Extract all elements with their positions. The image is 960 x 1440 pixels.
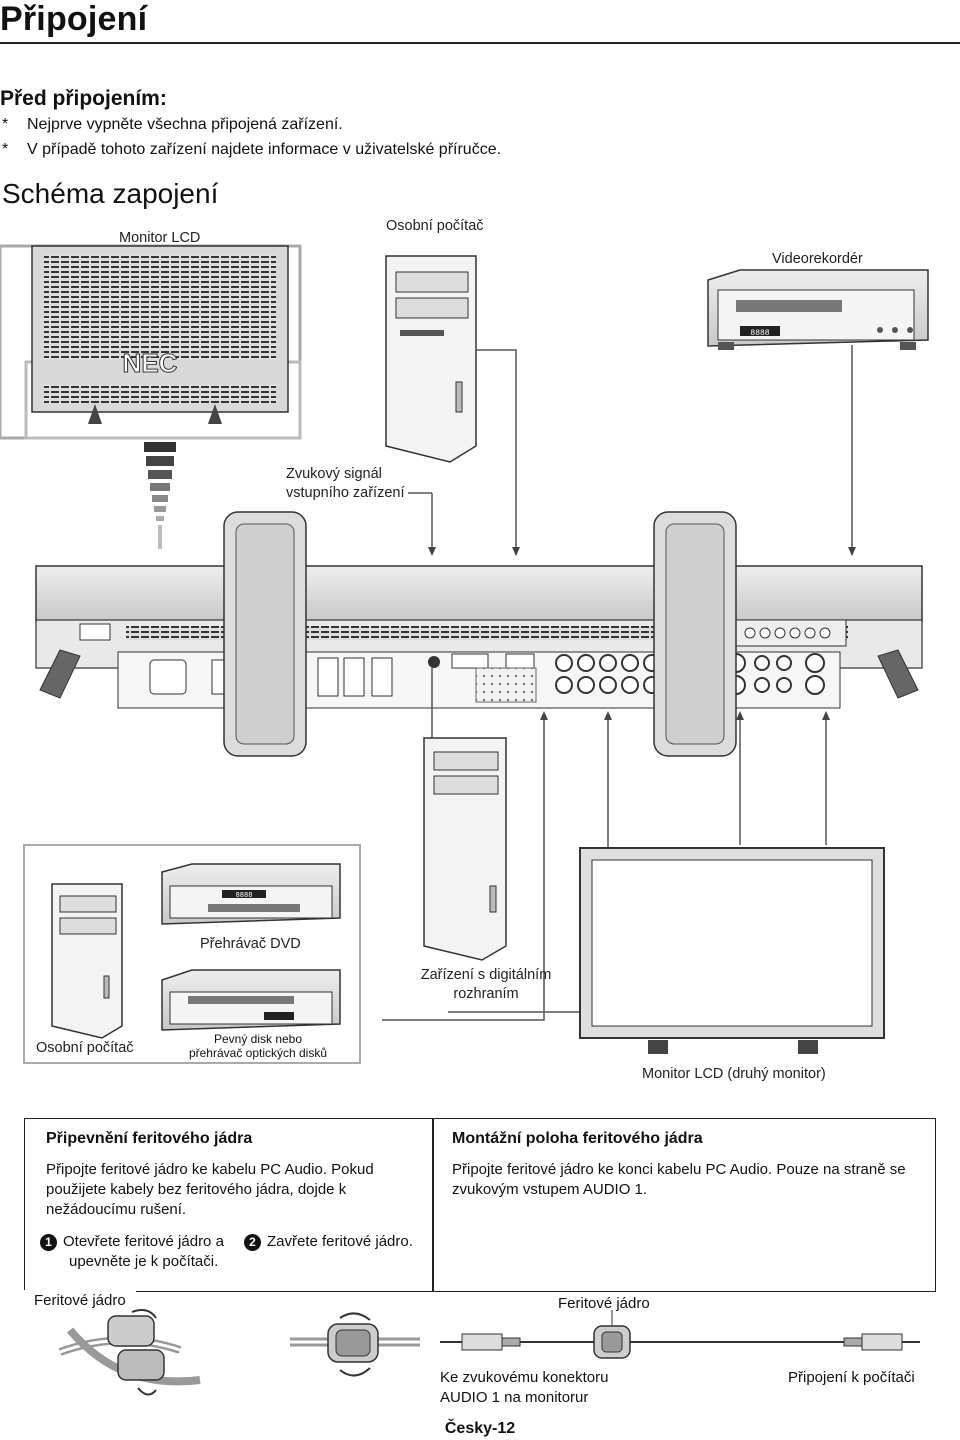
step-1-line1: Otevřete feritové jádro a bbox=[63, 1233, 224, 1250]
label-monitor-lcd: Monitor LCD bbox=[119, 230, 201, 246]
vcr-display: 8888 bbox=[750, 329, 769, 338]
arrow-icons-top bbox=[428, 547, 856, 556]
ferrite-attach-title: Připevnění feritového jádra bbox=[46, 1130, 253, 1147]
ferrite-step-1: 1 Otevřete feritové jádro a bbox=[40, 1232, 224, 1252]
step-2-text: Zavřete feritové jádro. bbox=[267, 1233, 413, 1250]
pc-tower-bottom bbox=[51, 883, 123, 1039]
ferrite-position-title: Montážní poloha feritového jádra bbox=[452, 1130, 703, 1147]
ferrite-core-label-right: Feritové jádro bbox=[558, 1295, 650, 1312]
nec-logo: NEC bbox=[123, 348, 178, 378]
note-item: V případě tohoto zařízení najdete inform… bbox=[27, 141, 502, 158]
dvd-display: 8888 bbox=[236, 892, 253, 900]
monitor-lcd-rear: NEC bbox=[0, 244, 302, 440]
ferrite-position-panel bbox=[432, 1118, 936, 1292]
ferrite-open-illustration bbox=[58, 1309, 201, 1396]
monitor-connector-panel bbox=[35, 565, 923, 709]
label-digital-device-2: rozhraním bbox=[453, 986, 519, 1002]
step-1-line2: upevněte je k počítači. bbox=[69, 1253, 219, 1270]
page-number: Česky-12 bbox=[444, 1420, 516, 1437]
audio-cable-illustration bbox=[440, 1310, 920, 1359]
page-title: Připojení bbox=[0, 0, 148, 38]
vcr-device: 8888 bbox=[707, 269, 929, 350]
label-digital-device-1: Zařízení s digitálním bbox=[420, 967, 552, 983]
ferrite-step-2: 2 Zavřete feritové jádro. bbox=[244, 1232, 413, 1252]
audio-signal-icon bbox=[144, 442, 176, 549]
before-connecting-heading: Před připojením: bbox=[0, 87, 167, 110]
digital-device-pc bbox=[423, 737, 507, 961]
note-item: Nejprve vypněte všechna připojená zaříze… bbox=[27, 116, 343, 133]
label-pc-bottom: Osobní počítač bbox=[36, 1040, 134, 1056]
hdd-player bbox=[161, 969, 341, 1031]
label-hdd-2: přehrávač optických disků bbox=[188, 1046, 328, 1060]
label-audio-input-1: Zvukový signál bbox=[286, 466, 382, 482]
ferrite-attach-text: Připojte feritové jádro ke kabelu PC Aud… bbox=[46, 1161, 374, 1218]
note-bullet: * bbox=[2, 116, 9, 133]
step-2-badge: 2 bbox=[244, 1233, 261, 1251]
label-audio-input-2: vstupního zařízení bbox=[286, 485, 405, 501]
title-divider bbox=[0, 42, 960, 44]
section-title: Schéma zapojení bbox=[2, 178, 219, 209]
dvd-player: 8888 bbox=[161, 863, 341, 925]
ferrite-closed-illustration bbox=[290, 1312, 420, 1377]
source-devices-frame bbox=[23, 844, 361, 1064]
ferrite-attach-panel bbox=[24, 1118, 434, 1292]
ferrite-position-text: Připojte feritové jádro ke konci kabelu … bbox=[452, 1161, 906, 1198]
label-pc-top: Osobní počítač bbox=[386, 218, 484, 234]
arrow-icons-bottom bbox=[540, 711, 830, 720]
second-monitor bbox=[579, 847, 885, 1054]
step-1-badge: 1 bbox=[40, 1233, 57, 1251]
to-monitor-label-1: Ke zvukovému konektoru bbox=[440, 1369, 609, 1386]
pc-tower-top bbox=[385, 255, 477, 463]
label-vcr: Videorekordér bbox=[772, 251, 863, 267]
label-second-monitor: Monitor LCD (druhý monitor) bbox=[642, 1066, 826, 1082]
speaker-left bbox=[223, 511, 307, 757]
to-monitor-label-2: AUDIO 1 na monitorur bbox=[440, 1389, 589, 1406]
label-hdd-1: Pevný disk nebo bbox=[213, 1032, 303, 1046]
connection-diagram: NEC 8888 bbox=[0, 244, 929, 1064]
label-dvd-player: Přehrávač DVD bbox=[200, 936, 301, 952]
ferrite-illustrations bbox=[20, 1290, 920, 1396]
to-pc-label: Připojení k počítači bbox=[788, 1369, 915, 1386]
ferrite-core-label-left: Feritové jádro bbox=[34, 1292, 126, 1309]
connection-lines-top bbox=[476, 345, 853, 555]
speaker-right bbox=[653, 511, 737, 757]
note-bullet: * bbox=[2, 141, 9, 158]
